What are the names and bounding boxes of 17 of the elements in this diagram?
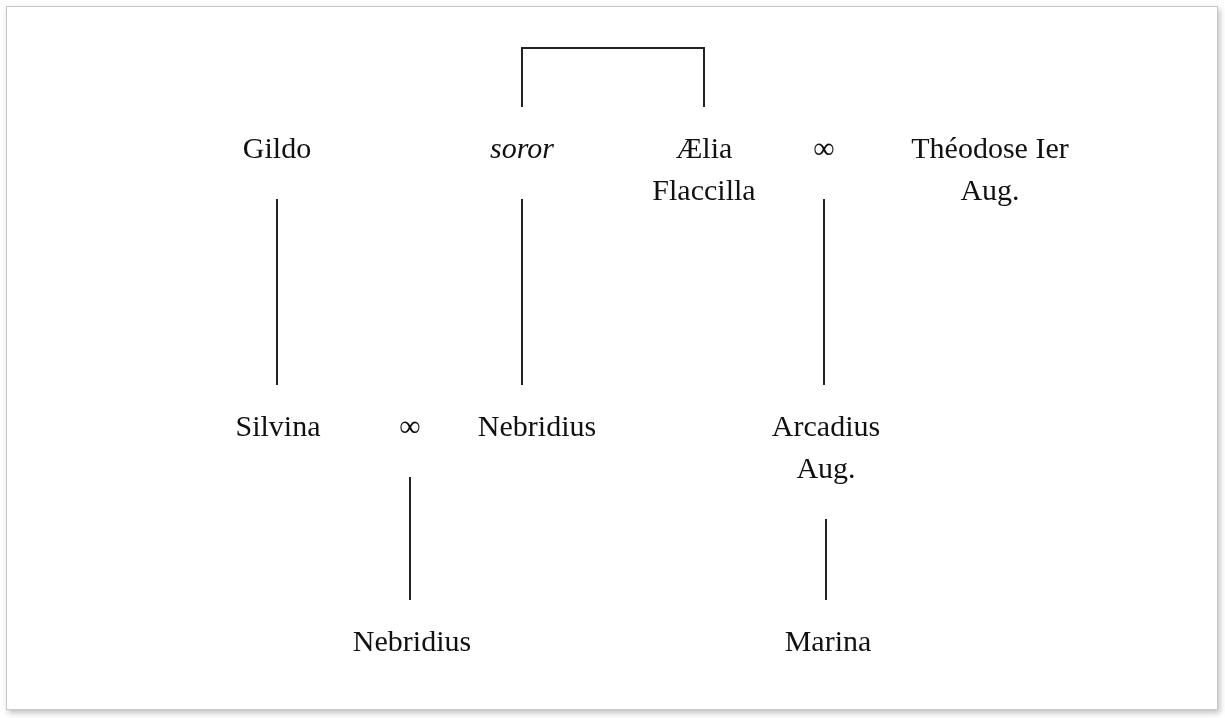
person-name: Gildo [242,130,312,166]
person-name: Silvina [235,408,321,444]
descent-line [823,198,825,386]
person-name: Marina [784,623,872,659]
person-name: Théodose Ier Aug. [910,130,1070,208]
person-name: soror [490,130,554,166]
descent-line [825,518,827,601]
descent-line [409,476,411,601]
person-name: Ælia Flaccilla [651,130,757,208]
descent-line [276,198,278,386]
person-name: Nebridius [352,623,472,659]
marriage-symbol: ∞ [399,408,421,444]
marriage-symbol: ∞ [813,130,835,166]
descent-line [521,198,523,386]
person-name: Nebridius [477,408,597,444]
person-name: Arcadius Aug. [770,408,882,486]
sibling-bracket [521,47,705,108]
